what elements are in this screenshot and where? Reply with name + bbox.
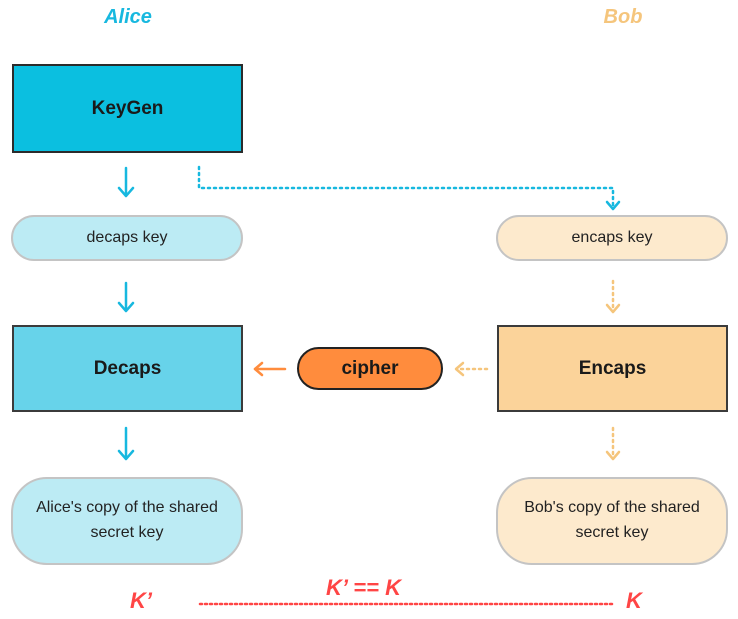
arrow-decaps-key-to-decaps xyxy=(117,281,135,313)
encaps-box: Encaps xyxy=(497,325,728,412)
arrowhead-keygen-to-encaps-key xyxy=(605,200,621,211)
cipher-node: cipher xyxy=(297,347,443,390)
bob-label: Bob xyxy=(603,6,643,28)
arrow-keygen-to-encaps-key xyxy=(197,165,615,208)
encaps-label: Encaps xyxy=(578,357,647,379)
decaps-box: Decaps xyxy=(12,325,243,412)
encaps-key-node: encaps key xyxy=(496,215,728,261)
bob-shared-key-label: Bob's copy of the shared secret key xyxy=(524,499,700,541)
key-equality-label: K’ == K xyxy=(326,575,401,600)
encaps-key-label: encaps key xyxy=(571,228,653,246)
alice-shared-key-node: Alice's copy of the shared secret key xyxy=(11,477,243,565)
decaps-label: Decaps xyxy=(93,357,162,379)
arrow-decaps-to-alice-copy xyxy=(117,426,135,461)
alice-label: Alice xyxy=(104,6,152,28)
arrow-cipher-to-decaps xyxy=(253,361,287,377)
keygen-label: KeyGen xyxy=(91,97,164,119)
alice-key-symbol: K’ xyxy=(130,588,152,613)
arrow-encaps-to-bob-copy xyxy=(605,426,621,461)
arrow-keygen-to-decaps-key xyxy=(117,166,135,198)
cipher-label: cipher xyxy=(341,357,399,379)
arrow-encaps-to-cipher xyxy=(454,361,489,377)
alice-shared-key-label: Alice's copy of the shared secret key xyxy=(36,499,218,541)
decaps-key-node: decaps key xyxy=(11,215,243,261)
bob-key-symbol: K xyxy=(626,588,642,613)
bob-shared-key-node: Bob's copy of the shared secret key xyxy=(496,477,728,565)
decaps-key-label: decaps key xyxy=(86,228,168,246)
arrow-encaps-key-to-encaps xyxy=(605,279,621,314)
keygen-box: KeyGen xyxy=(12,64,243,153)
